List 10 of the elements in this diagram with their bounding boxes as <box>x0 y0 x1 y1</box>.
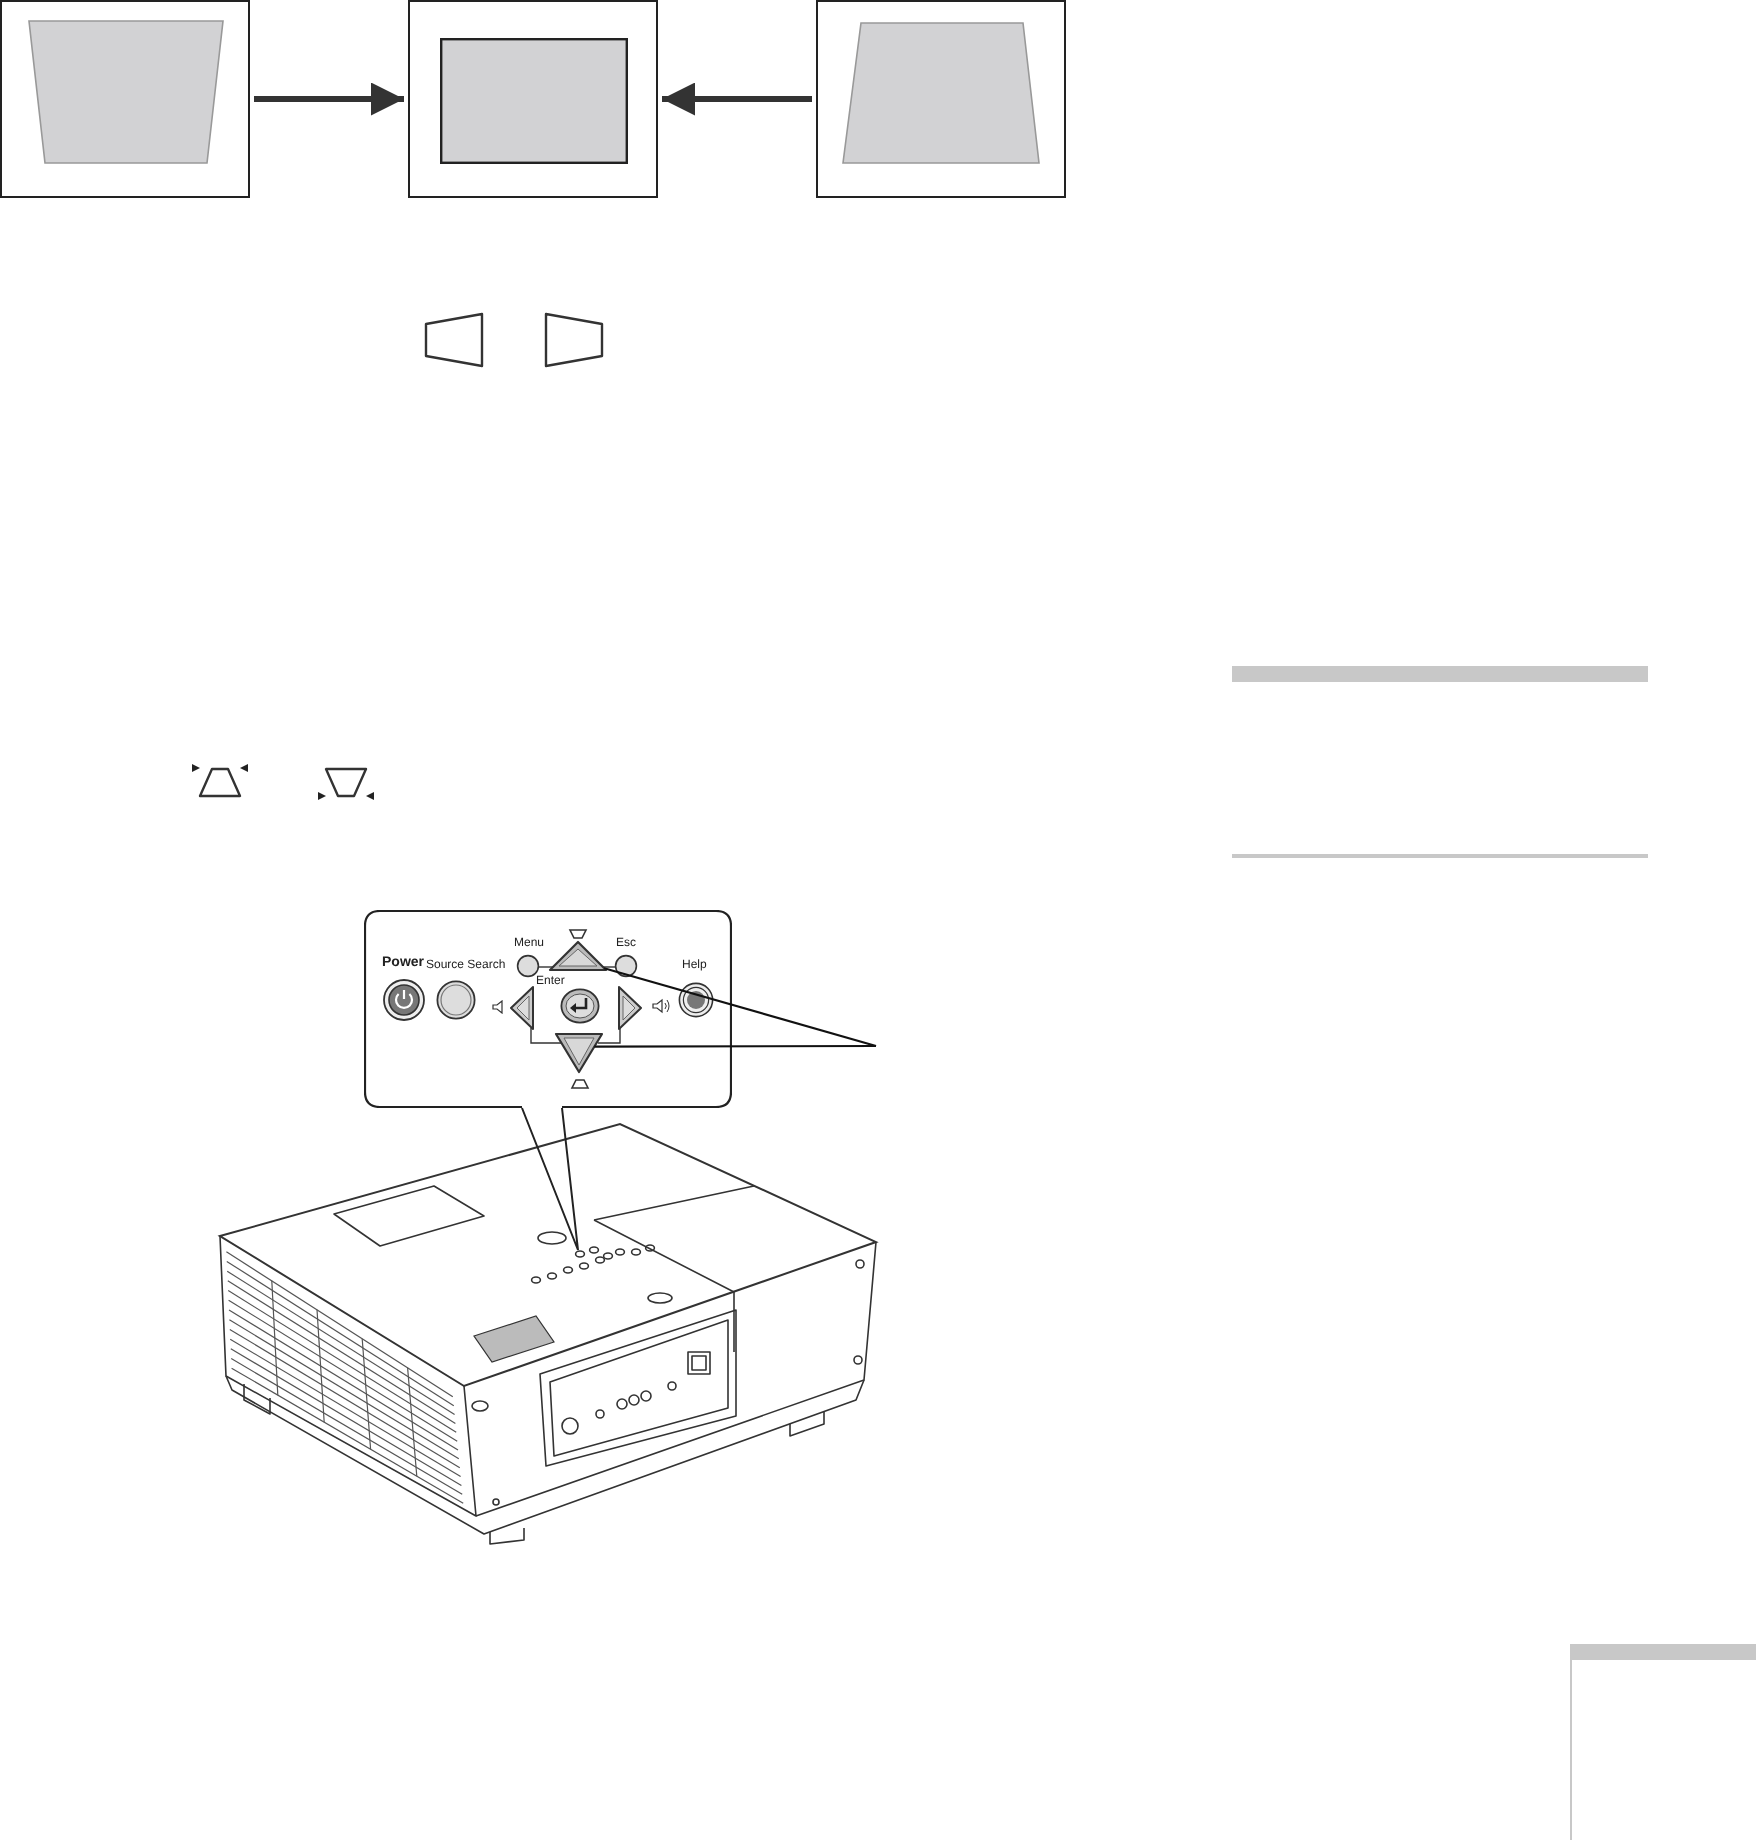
arrow <box>254 82 404 116</box>
leader-line <box>603 967 877 1048</box>
screen-frame <box>408 0 658 198</box>
screen-frame <box>0 0 250 198</box>
down-key-icon <box>554 1030 604 1074</box>
up-key-icon <box>548 940 608 974</box>
leader-line <box>594 1044 876 1048</box>
screen-frame <box>816 0 1066 198</box>
arrow <box>662 82 812 116</box>
callout-panel <box>364 910 732 1108</box>
